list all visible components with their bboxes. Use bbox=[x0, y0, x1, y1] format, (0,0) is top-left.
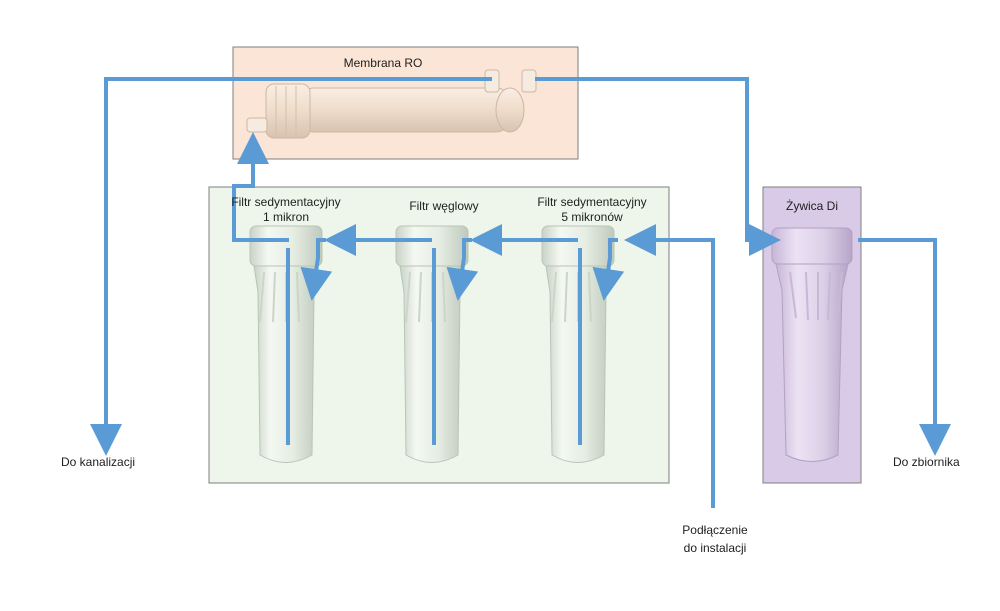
filter-1-line2: 1 mikron bbox=[262, 210, 309, 224]
inlet-label-line2: do instalacji bbox=[683, 541, 747, 555]
pipe-drain bbox=[90, 77, 492, 456]
filter-1-title: Filtr sedymentacyjny 1 mikron bbox=[222, 195, 350, 225]
pipe-membrane-to-resin bbox=[535, 77, 781, 256]
inlet-label-line1: Podłączenie bbox=[682, 523, 748, 537]
inlet-label: Podłączenie do instalacji bbox=[660, 521, 770, 557]
resin-cartridge-housing bbox=[771, 227, 853, 462]
resin-title: Żywica Di bbox=[785, 199, 838, 213]
filter-inlet-arrow bbox=[446, 238, 479, 301]
pipe-resin-to-tank bbox=[858, 238, 951, 456]
filter-3-title: Filtr sedymentacyjny 5 mikronów bbox=[528, 195, 656, 225]
ro-membrane-housing bbox=[246, 69, 537, 139]
tank-label: Do zbiornika bbox=[893, 455, 960, 469]
pipe-inlet bbox=[624, 224, 715, 508]
drain-label: Do kanalizacji bbox=[61, 455, 136, 469]
filter-3-line1: Filtr sedymentacyjny bbox=[537, 195, 647, 209]
membrane-title: Membrana RO bbox=[343, 56, 423, 70]
filter-inlet-arrow bbox=[592, 238, 625, 301]
filter-1-line1: Filtr sedymentacyjny bbox=[231, 195, 341, 209]
filter-2-title: Filtr węglowy bbox=[392, 199, 496, 214]
pipe-1-to-membrane bbox=[232, 132, 289, 242]
filter-3-line2: 5 mikronów bbox=[561, 210, 623, 224]
filter-inlet-arrow bbox=[300, 238, 333, 301]
filter-2-line1: Filtr węglowy bbox=[409, 199, 479, 213]
